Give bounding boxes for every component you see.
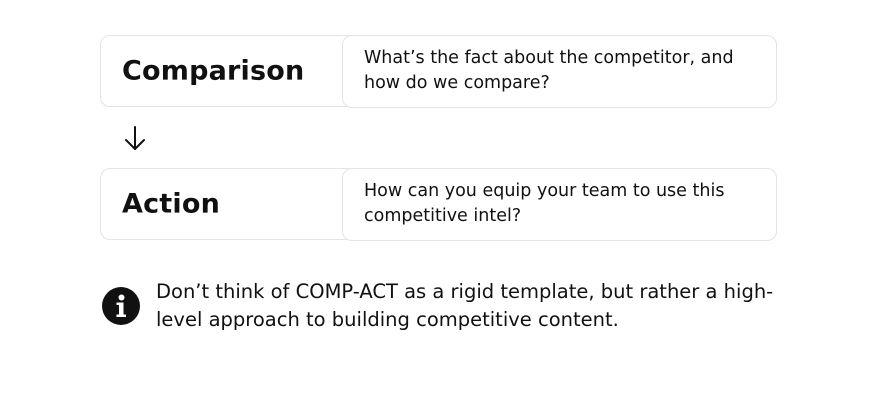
step-description: How can you equip your team to use this … <box>342 167 777 241</box>
step-title: Action <box>122 188 221 220</box>
info-note: Don’t think of COMP-ACT as a rigid templ… <box>102 278 802 338</box>
step-card-action: Action How can you equip your team to us… <box>100 167 777 241</box>
step-card-comparison: Comparison What’s the fact about the com… <box>100 34 777 108</box>
info-icon <box>102 287 140 325</box>
arrow-down-icon <box>125 126 145 150</box>
step-title: Comparison <box>122 55 305 87</box>
step-description: What’s the fact about the competitor, an… <box>342 34 777 108</box>
note-text: Don’t think of COMP-ACT as a rigid templ… <box>156 280 774 331</box>
